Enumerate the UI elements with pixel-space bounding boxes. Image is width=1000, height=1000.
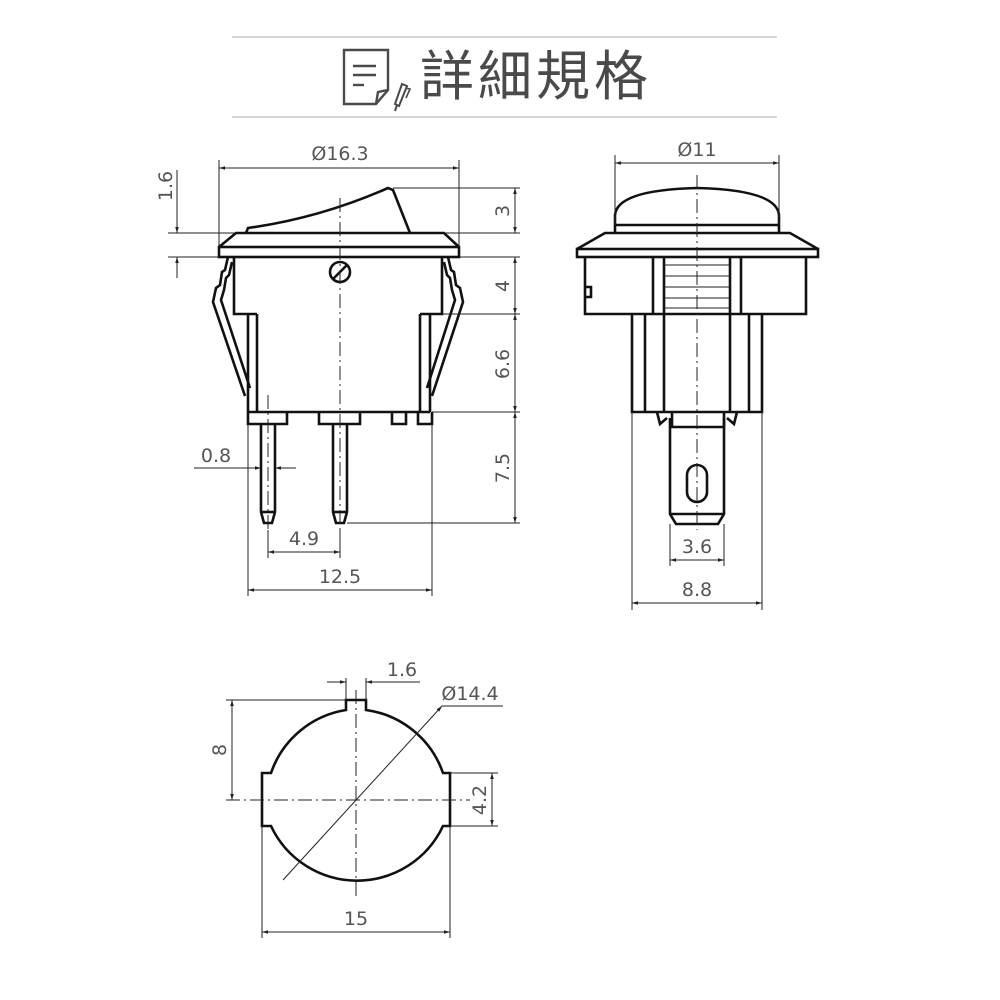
document-pencil-icon [342, 48, 412, 112]
dim-half-height: 8 [209, 744, 231, 756]
dim-side-tab-height: 4.2 [469, 785, 491, 815]
side-barbs [655, 411, 739, 427]
front-view: Ø16.3 1.6 3 4 6.6 7.5 0.8 4.9 [155, 143, 520, 596]
front-flange-top [218, 231, 460, 249]
dim-body-width: 12.5 [319, 566, 361, 588]
dim-cap-diameter: Ø11 [677, 139, 716, 161]
panel-cutout-outline [260, 698, 452, 882]
right-clip [430, 256, 465, 397]
dim-overall-diameter: Ø16.3 [311, 143, 368, 165]
dim-pin-spacing: 4.9 [289, 528, 319, 550]
dim-pin-width: 0.8 [201, 445, 231, 467]
dim-rocker-height: 3 [492, 205, 514, 217]
bottom-view: Ø14.4 1.6 8 4.2 15 [209, 659, 503, 938]
front-lower-body [246, 314, 432, 412]
left-clip [211, 256, 247, 397]
side-upper-body [583, 257, 808, 316]
header-bottom-rule [232, 116, 777, 118]
dim-key-width: 1.6 [387, 659, 417, 681]
dim-upper-body-height: 4 [492, 280, 514, 292]
side-view: Ø11 3.6 8.8 [575, 139, 820, 610]
front-upper-body [232, 257, 444, 316]
dim-lower-body-height: 6.6 [492, 349, 514, 379]
dim-terminal-width: 3.6 [682, 536, 712, 558]
dim-flange-thickness: 1.6 [155, 171, 177, 201]
dim-body-depth: 8.8 [682, 579, 712, 601]
page-title: 詳細規格 [420, 45, 652, 108]
spec-header: 詳細規格 [0, 0, 1000, 125]
rocker-actuator [244, 186, 412, 234]
front-flange [217, 245, 461, 259]
dim-overall-width: 15 [344, 908, 368, 930]
header-title-group: 詳細規格 [340, 42, 652, 112]
dim-circle-diameter: Ø14.4 [441, 683, 498, 705]
header-top-rule [232, 36, 777, 38]
side-lower-body [630, 314, 764, 414]
dim-pin-length: 7.5 [492, 453, 514, 483]
